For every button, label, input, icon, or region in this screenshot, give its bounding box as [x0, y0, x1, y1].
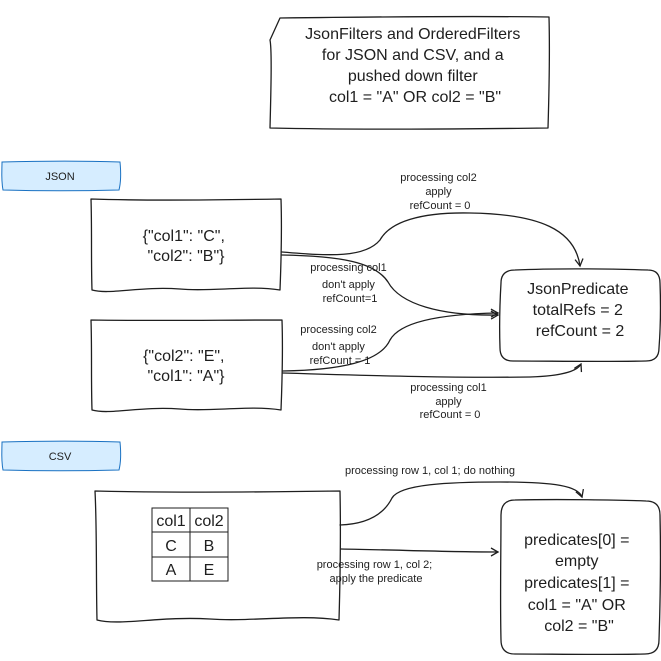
csv-cell: B [204, 538, 215, 555]
csv-header-col2: col2 [194, 513, 223, 530]
json-document-1-text: {"col1": "C", "col2": "B"} [143, 228, 230, 265]
title-line-4: col1 = "A" OR col2 = "B" [329, 89, 501, 106]
csv-cell: A [166, 562, 177, 579]
json-document-2: {"col2": "E", "col1": "A"} [90, 319, 284, 413]
edge-doc2-col1-label-line-2: apply [435, 396, 462, 408]
edge-row1-col2-label-line-2: apply the predicate [330, 573, 423, 585]
edge-doc1-col1 [281, 254, 500, 320]
edge-row1-col1-label: processing row 1, col 1; do nothing [345, 465, 515, 477]
json-document-1: {"col1": "C", "col2": "B"} [90, 198, 283, 293]
json-predicate-text: JsonPredicate totalRefs = 2 refCount = 2 [527, 281, 633, 340]
csv-tag-label: CSV [49, 451, 72, 463]
title-line-2: for JSON and CSV, and a [322, 47, 504, 64]
json-section-tag: JSON [1, 160, 122, 192]
csv-predicates-box: predicates[0] = empty predicates[1] = co… [499, 498, 661, 656]
edge-row1-col2-label: processing row 1, col 2; apply the predi… [317, 559, 436, 585]
csv-predicates-line-1: predicates[0] = [524, 532, 629, 549]
json-predicate-line-1: JsonPredicate [527, 281, 628, 298]
title-box: JsonFilters and OrderedFilters for JSON … [269, 15, 551, 130]
json-tag-label: JSON [45, 171, 74, 183]
edge-doc2-col2-label: processing col2 don't apply refCount = 1 [300, 324, 380, 367]
edge-doc1-col2-label-line-1: processing col2 [400, 172, 476, 184]
edge-doc1-col2-label-line-3: refCount = 0 [410, 200, 471, 212]
title-line-3: pushed down filter [348, 68, 479, 85]
edge-doc1-col1-label: processing col1 don't apply refCount=1 [310, 262, 390, 305]
edge-row1-col2 [340, 547, 500, 557]
csv-document [94, 490, 342, 623]
edge-doc2-col2 [282, 308, 500, 372]
csv-header-col1: col1 [156, 513, 185, 530]
edge-doc1-col2-label: processing col2 apply refCount = 0 [400, 172, 480, 212]
csv-predicates-line-3: predicates[1] = [524, 575, 629, 592]
json-document-2-line-1: {"col2": "E", [143, 348, 224, 365]
edge-doc2-col1-label-line-1: processing col1 [410, 382, 486, 394]
title-text: JsonFilters and OrderedFilters for JSON … [305, 26, 525, 106]
edge-doc2-col2-label-line-2: don't apply [312, 341, 365, 353]
csv-cell: C [165, 538, 177, 555]
edge-row1-col1 [339, 481, 584, 526]
csv-cell: E [204, 562, 215, 579]
edge-doc1-col1-label-line-3: refCount=1 [323, 293, 378, 305]
edge-doc2-col1-label: processing col1 apply refCount = 0 [410, 382, 490, 421]
edge-doc1-col2-label-line-2: apply [425, 186, 452, 198]
edge-doc2-col1 [282, 362, 583, 378]
csv-table: col1 col2 C B A E [151, 507, 229, 582]
json-document-2-line-2: "col1": "A"} [148, 368, 226, 385]
json-document-1-line-2: "col2": "B"} [148, 248, 226, 265]
csv-section-tag: CSV [1, 440, 122, 472]
csv-predicates-line-4: col1 = "A" OR [528, 597, 626, 614]
edge-doc1-col2 [281, 212, 584, 268]
edge-doc1-col1-label-line-2: don't apply [322, 279, 375, 291]
csv-predicates-line-5: col2 = "B" [544, 618, 614, 635]
csv-predicates-text: predicates[0] = empty predicates[1] = co… [524, 532, 634, 635]
csv-predicates-line-2: empty [555, 553, 599, 570]
json-predicate-line-2: totalRefs = 2 [533, 302, 623, 319]
edge-row1-col2-label-line-1: processing row 1, col 2; [317, 559, 433, 571]
edge-doc1-col1-label-line-1: processing col1 [310, 262, 386, 274]
json-predicate-line-3: refCount = 2 [536, 323, 625, 340]
json-document-2-text: {"col2": "E", "col1": "A"} [143, 348, 229, 385]
edge-doc2-col2-label-line-1: processing col2 [300, 324, 376, 336]
edge-doc2-col2-label-line-3: refCount = 1 [310, 355, 371, 367]
json-document-1-line-1: {"col1": "C", [143, 228, 225, 245]
title-line-1: JsonFilters and OrderedFilters [305, 26, 520, 43]
json-predicate-box: JsonPredicate totalRefs = 2 refCount = 2 [498, 268, 661, 363]
edge-doc2-col1-label-line-3: refCount = 0 [420, 409, 481, 421]
